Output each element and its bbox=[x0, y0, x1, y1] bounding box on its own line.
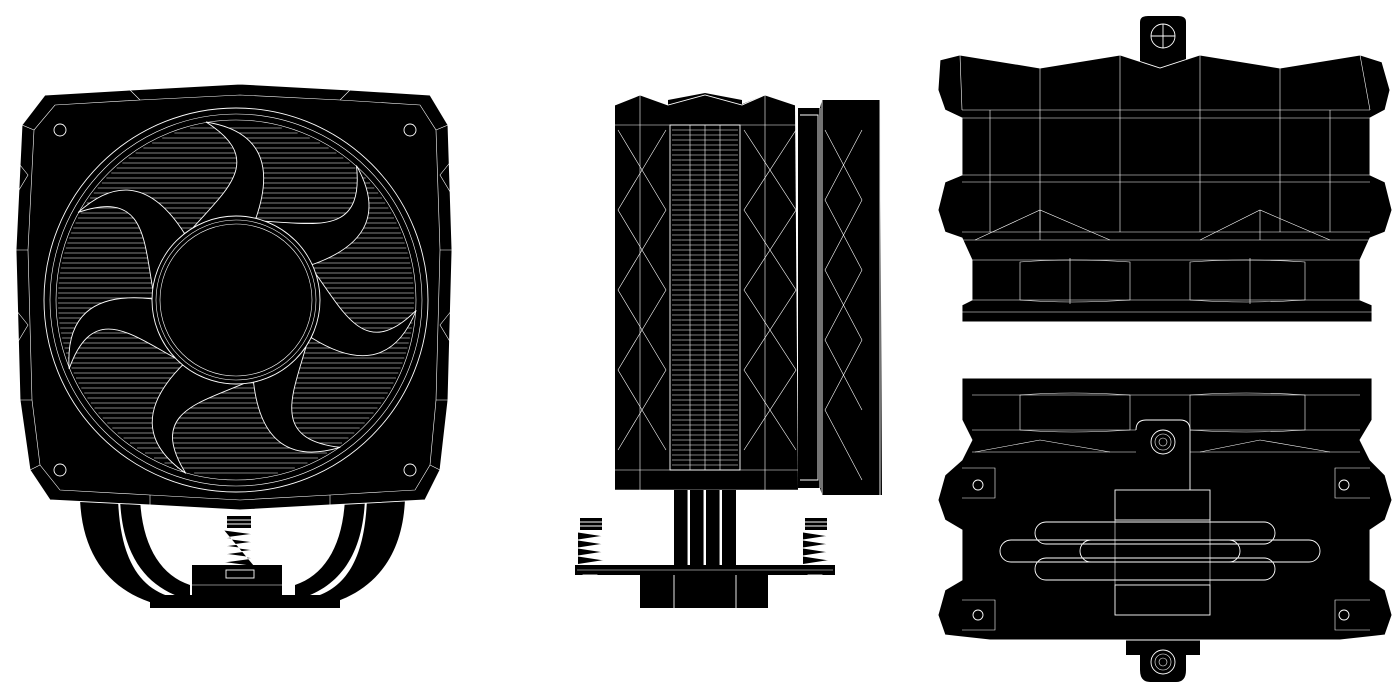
fan-blade bbox=[311, 270, 417, 357]
side-view bbox=[575, 93, 882, 608]
fan-blade bbox=[189, 121, 265, 231]
front-view bbox=[15, 83, 453, 608]
screw-hole-icon bbox=[403, 123, 417, 137]
bottom-heatpipes bbox=[999, 520, 1321, 585]
screw-hole-icon bbox=[53, 463, 67, 477]
bottom-heatsink-body bbox=[938, 378, 1392, 682]
fan-blade bbox=[77, 189, 185, 293]
front-mount bbox=[192, 516, 282, 608]
bottom-base-block bbox=[1114, 489, 1211, 521]
screw-hole-icon bbox=[1338, 609, 1350, 621]
screw-hole-icon bbox=[53, 123, 67, 137]
fan-blade bbox=[68, 297, 179, 370]
top-heatsink-body bbox=[938, 55, 1392, 322]
spring-screw-right bbox=[802, 518, 830, 584]
screw-hole-icon bbox=[1338, 479, 1350, 491]
mount-screw-icon bbox=[1150, 649, 1176, 675]
side-heatsink-left bbox=[615, 95, 670, 490]
side-heatsink-right bbox=[740, 95, 798, 490]
side-fan bbox=[798, 100, 882, 495]
screw-hole-icon bbox=[403, 463, 417, 477]
bottom-view bbox=[937, 377, 1393, 682]
front-base-block bbox=[192, 565, 282, 608]
fan-blade bbox=[151, 364, 248, 474]
top-view bbox=[937, 16, 1393, 323]
screw-hole-icon bbox=[972, 479, 984, 491]
spring-screw-left bbox=[577, 518, 605, 584]
side-fin-lines bbox=[672, 125, 738, 470]
fan-hub bbox=[151, 215, 321, 385]
screw-hole-icon bbox=[972, 609, 984, 621]
mount-screw-icon bbox=[1150, 429, 1176, 455]
